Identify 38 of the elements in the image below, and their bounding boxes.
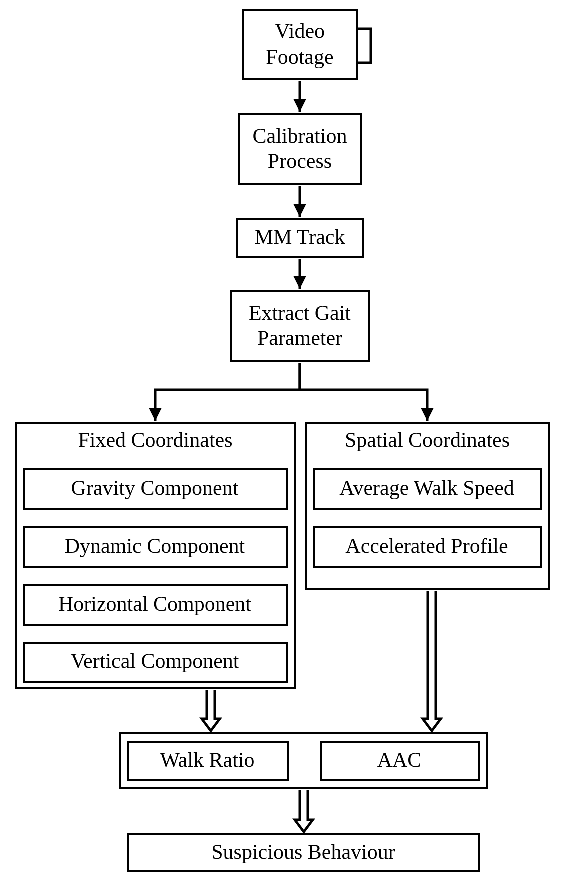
box-label: AAC (376, 748, 423, 774)
group-box (305, 422, 550, 590)
process-box (312, 468, 542, 510)
box-label: Calibration Process (252, 124, 348, 174)
process-box (22, 526, 288, 568)
process-box (22, 468, 288, 510)
group-box (15, 422, 296, 689)
box-label: Dynamic Component (64, 534, 246, 560)
box-label: Suspicious Behaviour (210, 840, 396, 866)
process-box (236, 218, 364, 258)
process-box (320, 740, 480, 780)
group-box (119, 732, 488, 789)
arrow (298, 363, 434, 421)
group-heading: Fixed Coordinates (77, 428, 234, 454)
process-box (22, 642, 288, 682)
arrow (294, 81, 306, 112)
box-label: Average Walk Speed (338, 476, 516, 502)
box-label: Vertical Component (70, 649, 240, 675)
double-arrow (420, 590, 444, 734)
box-label: Walk Ratio (159, 748, 256, 774)
box-label: Video Footage (265, 19, 335, 70)
arrow (294, 259, 306, 289)
double-arrow (200, 688, 222, 734)
box-label: MM Track (254, 225, 346, 251)
double-arrow (292, 788, 316, 834)
process-box (127, 833, 480, 872)
process-box (312, 526, 542, 568)
process-box (242, 9, 358, 80)
process-box (238, 113, 362, 185)
box-label: Gravity Component (70, 476, 240, 502)
arrow (294, 186, 306, 217)
box-label: Extract Gait Parameter (248, 300, 352, 352)
group-heading: Spatial Coordinates (344, 428, 512, 454)
process-box (22, 584, 288, 626)
box-label: Accelerated Profile (344, 534, 510, 560)
process-box (126, 740, 288, 780)
process-box (230, 290, 370, 362)
box-label: Horizontal Component (57, 592, 253, 618)
